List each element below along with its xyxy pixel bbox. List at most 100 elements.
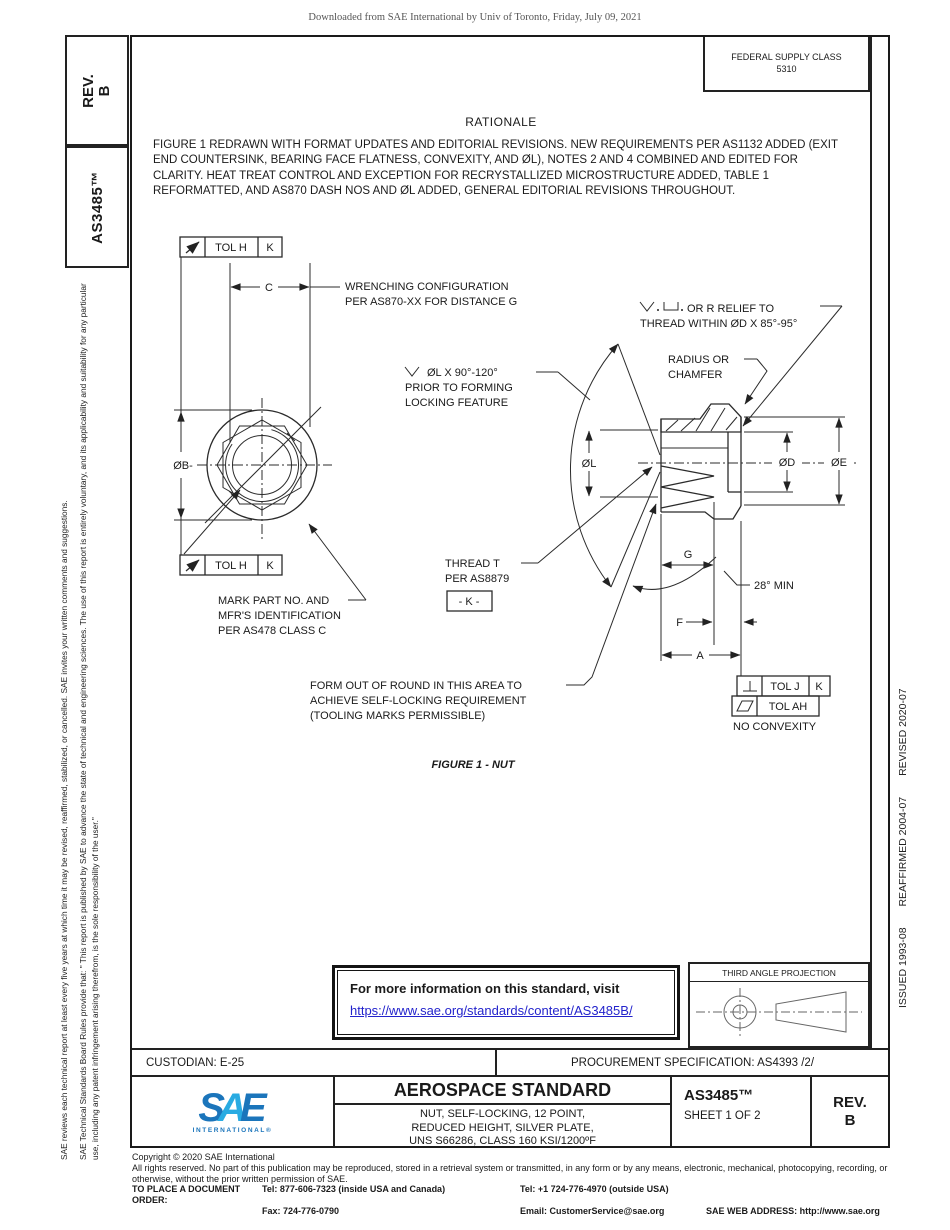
revised-date: REVISED 2020-07 <box>897 688 909 776</box>
countersink-icon <box>404 366 420 377</box>
leader-arrow-icon <box>185 559 200 572</box>
title-line2: REDUCED HEIGHT, SILVER PLATE, <box>411 1121 594 1134</box>
flatness-icon <box>736 700 754 712</box>
mark-callout: MARK PART NO. AND MFR'S IDENTIFICATION P… <box>218 523 367 637</box>
reaffirmed-date: REAFFIRMED 2004-07 <box>897 796 909 907</box>
info-box-inner: For more information on this standard, v… <box>337 970 675 1035</box>
document-number-text: AS3485™ <box>88 170 106 244</box>
info-prompt: For more information on this standard, v… <box>350 981 620 996</box>
tel-inside: Tel: 877-606-7323 (inside USA and Canada… <box>262 1184 446 1195</box>
revision-history: ISSUED 1993-08 REAFFIRMED 2004-07 REVISE… <box>897 578 909 1008</box>
issued-date: ISSUED 1993-08 <box>897 927 909 1008</box>
thread-line2: PER AS8879 <box>445 573 509 585</box>
form-callout: FORM OUT OF ROUND IN THIS AREA TO ACHIEV… <box>310 503 657 722</box>
custodian-cell: CUSTODIAN: E-25 <box>132 1050 497 1075</box>
dim-c: C WRENCHING CONFIGURATION PER AS870-XX F… <box>229 263 517 443</box>
sae-logo-subtext: INTERNATIONAL® <box>192 1126 273 1134</box>
fsc-label: FEDERAL SUPPLY CLASS <box>731 52 842 62</box>
nut-front-view <box>197 398 332 542</box>
mark-line3: PER AS478 CLASS C <box>218 625 326 637</box>
dim-c-label: C <box>265 282 273 294</box>
tol-h-label: TOL H <box>215 242 247 254</box>
tol-frame-bearing-face: TOL J K TOL AH NO CONVEXITY <box>731 675 831 733</box>
dim-f: F <box>676 617 757 629</box>
tol-frame-bottom-left: TOL H K <box>179 489 283 576</box>
dim-ol: ØL <box>575 429 658 498</box>
tel-outside: Tel: +1 724-776-4970 (outside USA) <box>520 1184 669 1195</box>
custodian-row: CUSTODIAN: E-25 PROCUREMENT SPECIFICATIO… <box>132 1048 888 1077</box>
tol-frame-top: TOL H K <box>179 236 283 258</box>
standard-url-link[interactable]: https://www.sae.org/standards/content/AS… <box>350 1003 633 1018</box>
mark-line1: MARK PART NO. AND <box>218 595 329 607</box>
radius-line2: CHAMFER <box>668 369 722 381</box>
thread-line1: THREAD T <box>445 558 500 570</box>
wrenching-callout-1: WRENCHING CONFIGURATION <box>345 281 509 293</box>
copyright-line: Copyright © 2020 SAE International <box>132 1152 275 1162</box>
angle-min-label: 28° MIN <box>754 580 794 592</box>
rev-tab-text: REV. B <box>79 73 113 108</box>
csk-line1: ØL X 90°-120° <box>427 367 498 379</box>
relief-line1: OR R RELIEF TO <box>687 303 774 315</box>
tol-j-datum: K <box>815 681 823 693</box>
dim-oe: ØE <box>744 416 854 506</box>
tol-h-label-2: TOL H <box>215 560 247 572</box>
title-center-cell: AEROSPACE STANDARD NUT, SELF-LOCKING, 12… <box>335 1077 672 1149</box>
dim-f-label: F <box>676 617 683 629</box>
form-line1: FORM OUT OF ROUND IN THIS AREA TO <box>310 680 522 692</box>
dim-oe-label: ØE <box>831 457 847 469</box>
rev-tab: REV. B <box>65 35 129 146</box>
dim-a-label: A <box>696 650 704 662</box>
dim-a: A <box>661 521 742 676</box>
sae-logo-word: SAE <box>198 1088 266 1128</box>
countersink-angle-arc <box>569 343 661 588</box>
order-info: TO PLACE A DOCUMENT ORDER: Tel: 877-606-… <box>132 1184 932 1216</box>
right-inner-border <box>870 37 872 1048</box>
title-line1: NUT, SELF-LOCKING, 12 POINT, <box>419 1108 586 1120</box>
figure-caption: FIGURE 1 - NUT <box>431 759 515 771</box>
projection-label: THIRD ANGLE PROJECTION <box>690 964 868 982</box>
rev-cell-label: REV. <box>833 1093 867 1111</box>
relief-callout: OR R RELIEF TO THREAD WITHIN ØD X 85°-95… <box>639 301 843 427</box>
procurement-cell: PROCUREMENT SPECIFICATION: AS4393 /2/ <box>570 1056 815 1069</box>
sae-logo: SAE INTERNATIONAL® <box>132 1077 335 1146</box>
thread-callout: THREAD T PER AS8879 - K - <box>445 466 653 612</box>
email-address: Email: CustomerService@sae.org <box>520 1205 665 1216</box>
no-convexity-label: NO CONVEXITY <box>733 721 817 733</box>
copyright-block: Copyright © 2020 SAE International All r… <box>132 1152 932 1217</box>
nut-section-view <box>638 403 856 520</box>
csk-line2: PRIOR TO FORMING <box>405 382 513 394</box>
doc-number: AS3485™ <box>684 1087 754 1104</box>
sheet-number: SHEET 1 OF 2 <box>684 1110 761 1122</box>
datum-k-ref-2: K <box>266 560 274 572</box>
rev-label: REV. <box>79 73 97 108</box>
tol-j-label: TOL J <box>770 681 799 693</box>
forming-zone-line <box>204 406 322 524</box>
document-title: NUT, SELF-LOCKING, 12 POINT, REDUCED HEI… <box>335 1105 670 1149</box>
fax-number: Fax: 724-776-0790 <box>262 1205 340 1216</box>
locking-chevron <box>660 465 715 488</box>
rev-value: B <box>95 85 113 96</box>
dim-ol-label: ØL <box>582 458 597 470</box>
web-address: SAE WEB ADDRESS: http://www.sae.org <box>706 1205 880 1216</box>
download-banner: Downloaded from SAE International by Uni… <box>308 12 642 23</box>
info-box: For more information on this standard, v… <box>332 965 680 1040</box>
datum-k-ref: K <box>266 242 274 254</box>
countersink-icon <box>639 301 655 312</box>
third-angle-projection-icon <box>696 988 862 1036</box>
order-label: TO PLACE A DOCUMENT ORDER: <box>132 1184 241 1206</box>
title-block: SAE INTERNATIONAL® AEROSPACE STANDARD NU… <box>132 1077 888 1149</box>
rev-cell: REV. B <box>812 1077 888 1146</box>
locking-chevron <box>660 486 715 509</box>
dim-od-label: ØD <box>779 457 796 469</box>
doc-number-cell: AS3485™ SHEET 1 OF 2 <box>672 1077 812 1146</box>
dim-g-label: G <box>684 549 693 561</box>
rationale-body: FIGURE 1 REDRAWN WITH FORMAT UPDATES AND… <box>153 139 838 197</box>
radius-chamfer-callout: RADIUS OR CHAMFER <box>668 354 768 405</box>
dim-od: ØD <box>744 431 802 493</box>
counterbore-icon <box>663 302 679 311</box>
rev-cell-value: B <box>844 1111 856 1129</box>
mark-line2: MFR'S IDENTIFICATION <box>218 610 341 622</box>
disclaimer-rules: SAE Technical Standards Board Rules prov… <box>77 283 101 1160</box>
rationale-title: RATIONALE <box>465 115 537 129</box>
dim-28-min: 28° MIN <box>632 556 794 593</box>
